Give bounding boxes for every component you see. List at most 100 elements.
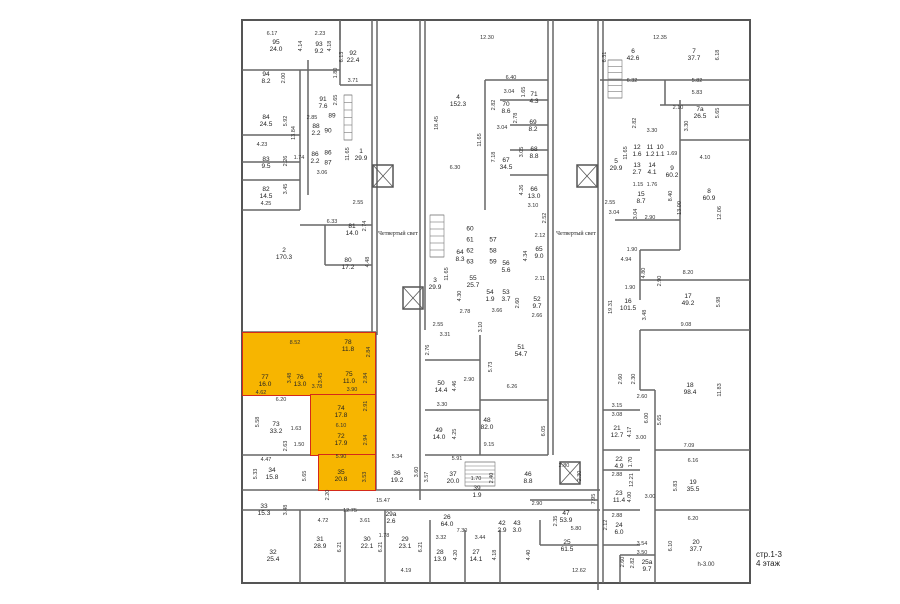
room-61[interactable]: 61 bbox=[466, 237, 473, 244]
room-90[interactable]: 90 bbox=[324, 128, 331, 135]
highlighted-area-top[interactable] bbox=[242, 332, 376, 396]
room-63[interactable]: 63 bbox=[466, 259, 473, 266]
room-58[interactable]: 58 bbox=[489, 248, 496, 255]
room-86[interactable]: 86 bbox=[324, 150, 331, 157]
room-59[interactable]: 59 bbox=[489, 259, 496, 266]
room-87[interactable]: 87 bbox=[324, 160, 331, 167]
dimension-label: 2.90 bbox=[531, 501, 543, 507]
room-number: 35 bbox=[337, 469, 345, 476]
room-57[interactable]: 57 bbox=[489, 237, 496, 244]
room-number: 63 bbox=[466, 258, 474, 266]
room-area: 2.6 bbox=[386, 518, 396, 525]
dimension-label: 5.80 bbox=[570, 526, 582, 532]
room-60[interactable]: 60 bbox=[466, 226, 473, 233]
highlighted-area-rooms-74-72[interactable] bbox=[310, 394, 376, 456]
highlighted-area-room-35[interactable] bbox=[318, 454, 376, 491]
room-62[interactable]: 62 bbox=[466, 248, 473, 255]
room-89[interactable]: 89 bbox=[328, 113, 335, 120]
